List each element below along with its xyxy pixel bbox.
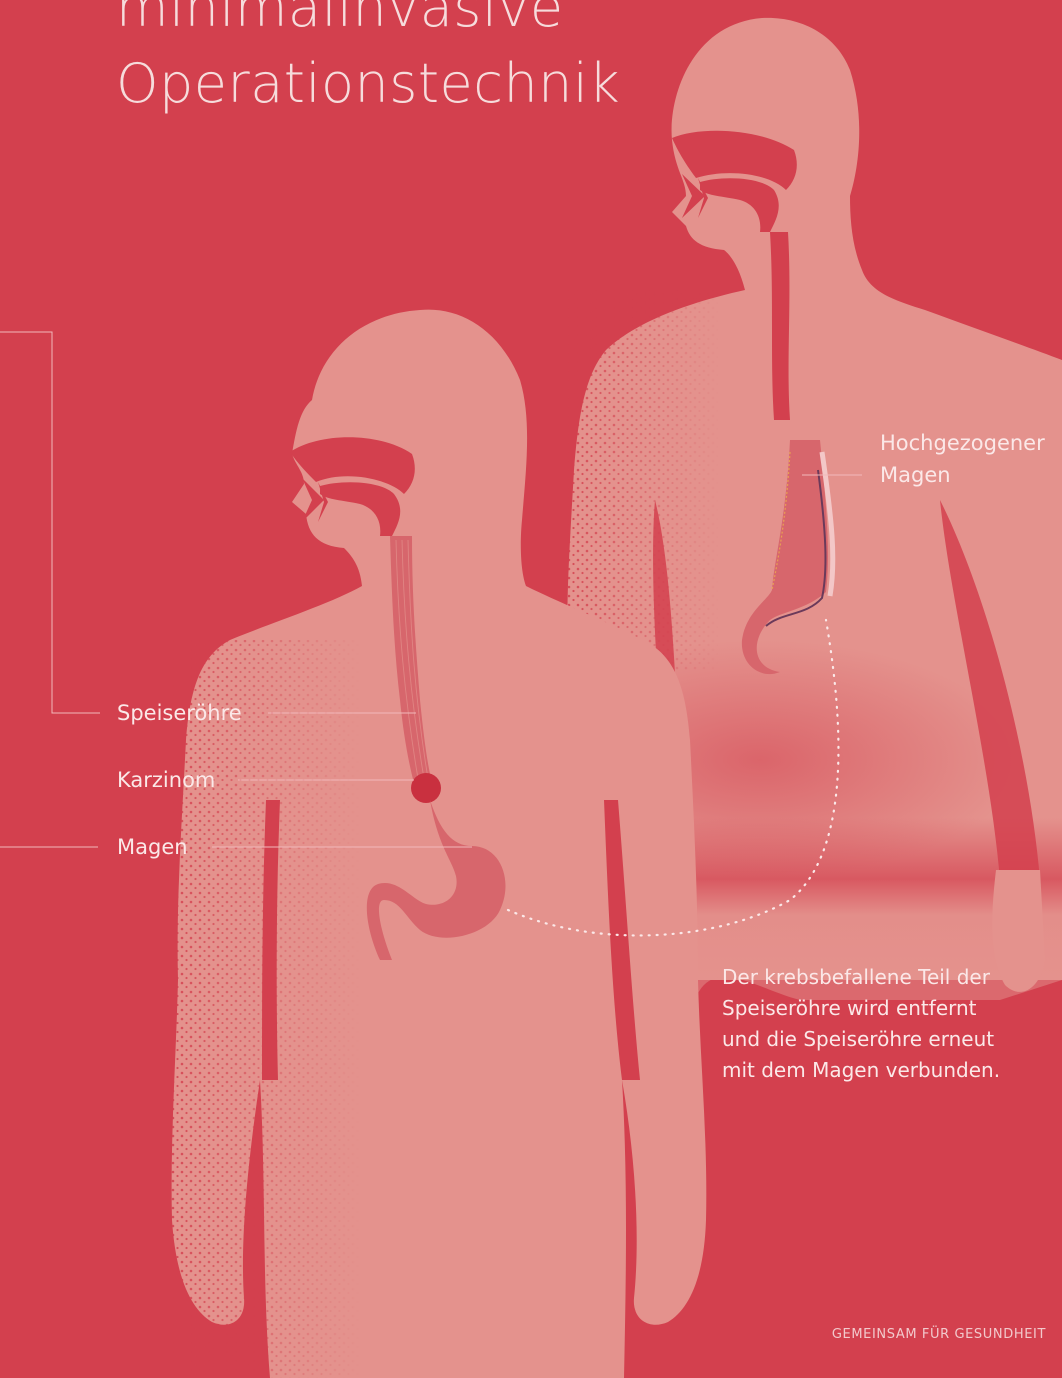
title-line-2: Operationstechnik <box>116 52 620 116</box>
description-line-3: und die Speiseröhre erneut <box>722 1024 1000 1055</box>
label-karzinom: Karzinom <box>117 765 215 795</box>
carcinoma-icon <box>411 773 441 803</box>
label-speiseroehre: Speiseröhre <box>117 698 242 728</box>
description-line-1: Der krebsbefallene Teil der <box>722 962 1000 993</box>
label-hochgezogener-line-1: Hochgezogener <box>880 428 1045 458</box>
title-line-1: minimalinvasive <box>116 0 564 40</box>
description-text: Der krebsbefallene Teil der Speiseröhre … <box>722 962 1000 1086</box>
description-line-4: mit dem Magen verbunden. <box>722 1055 1000 1086</box>
description-line-2: Speiseröhre wird entfernt <box>722 993 1000 1024</box>
footer-tagline: GEMEINSAM FÜR GESUNDHEIT <box>832 1327 1046 1342</box>
label-hochgezogener-line-2: Magen <box>880 460 951 490</box>
label-magen: Magen <box>117 832 188 862</box>
